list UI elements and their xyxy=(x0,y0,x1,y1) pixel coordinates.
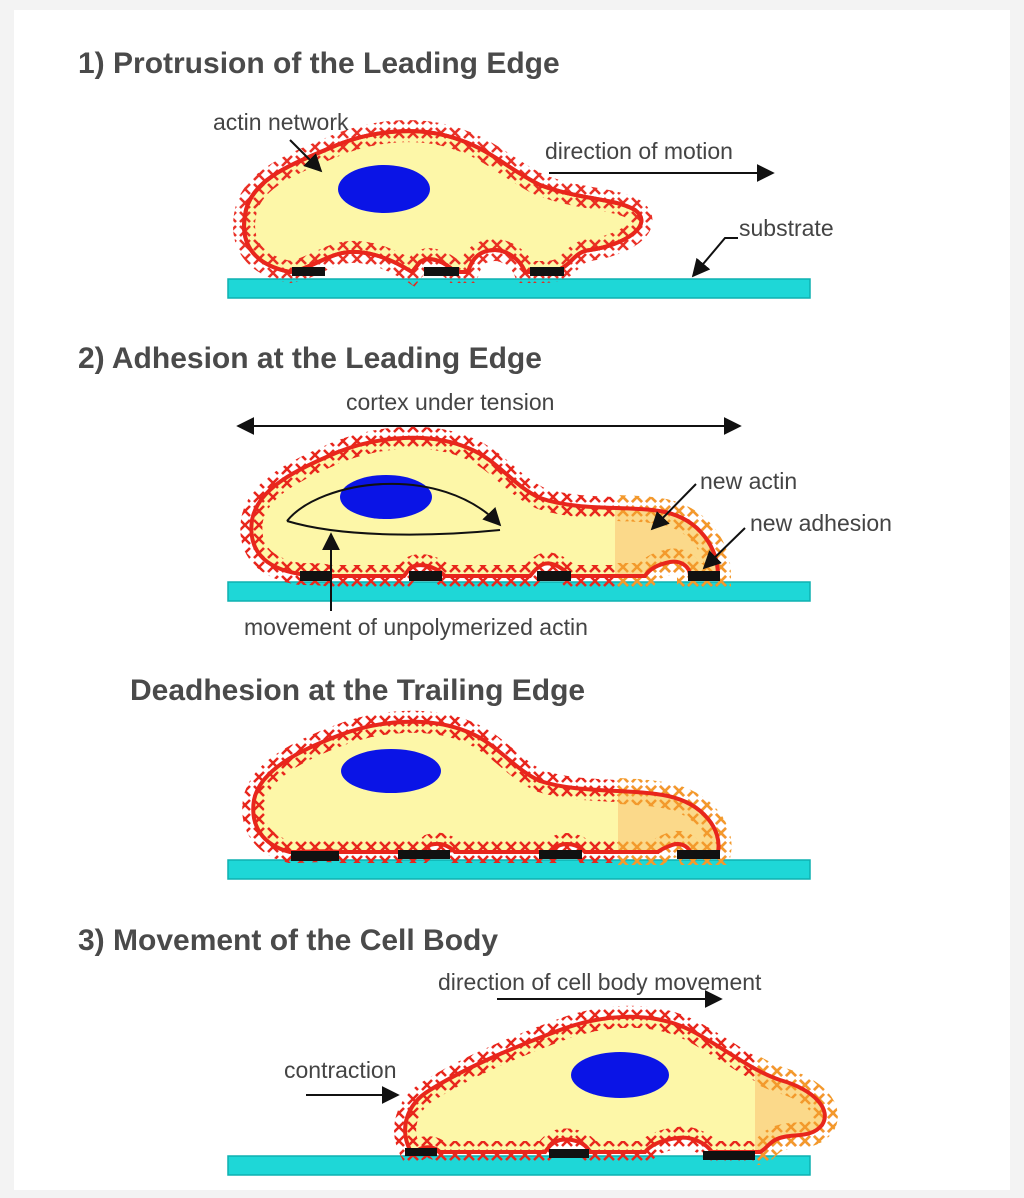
adhesion-site xyxy=(398,850,450,859)
new-adhesion-arrow xyxy=(702,527,746,570)
actin-network-arrow xyxy=(289,139,323,173)
adhesion-site xyxy=(703,1151,755,1160)
nucleus xyxy=(340,475,432,519)
adhesion-site xyxy=(530,267,564,276)
cell-body-3 xyxy=(242,710,732,865)
nucleus xyxy=(338,165,430,213)
new-actin-arrow xyxy=(650,483,697,531)
new-adhesion-label: new adhesion xyxy=(750,510,892,536)
unpolymerized-actin-label: movement of unpolymerized actin xyxy=(244,614,588,640)
nucleus xyxy=(571,1052,669,1098)
nucleus xyxy=(341,749,441,793)
actin-flow-arrow-lower xyxy=(286,520,501,536)
new-actin-label: new actin xyxy=(700,468,797,494)
adhesion-site xyxy=(405,1148,437,1156)
contraction-label: contraction xyxy=(284,1057,397,1083)
panel-2-title: 2) Adhesion at the Leading Edge xyxy=(78,342,542,375)
panel-deadhesion: Deadhesion at the Trailing Edge xyxy=(130,674,811,880)
panel-deadhesion-title: Deadhesion at the Trailing Edge xyxy=(130,674,585,707)
panel-1-title: 1) Protrusion of the Leading Edge xyxy=(78,47,560,80)
adhesion-site xyxy=(537,571,571,581)
cell-body-1 xyxy=(233,120,653,287)
cortex-tension-label: cortex under tension xyxy=(346,389,554,415)
substrate-arrow xyxy=(691,237,738,278)
adhesion-site xyxy=(424,267,459,276)
panel-adhesion: 2) Adhesion at the Leading Edge cortex u… xyxy=(78,342,892,640)
actin-flow-arrow-upper xyxy=(286,482,502,527)
panel-3-title: 3) Movement of the Cell Body xyxy=(78,924,498,957)
adhesion-site xyxy=(292,267,325,276)
adhesion-site xyxy=(300,571,332,581)
adhesion-site xyxy=(549,1149,589,1158)
new-adhesion-site xyxy=(688,571,720,581)
direction-of-motion-label: direction of motion xyxy=(545,138,733,164)
adhesion-site xyxy=(677,850,720,859)
cell-body-direction-label: direction of cell body movement xyxy=(438,969,762,995)
panel-cell-body: 3) Movement of the Cell Body direction o… xyxy=(78,924,838,1176)
actin-network-label: actin network xyxy=(213,109,349,135)
panel-protrusion: 1) Protrusion of the Leading Edge actin … xyxy=(78,47,834,299)
adhesion-site xyxy=(409,571,442,581)
adhesion-site xyxy=(539,850,582,859)
substrate-label: substrate xyxy=(739,215,834,241)
detaching-adhesion-site xyxy=(291,851,339,861)
cell-body-2 xyxy=(240,426,732,589)
